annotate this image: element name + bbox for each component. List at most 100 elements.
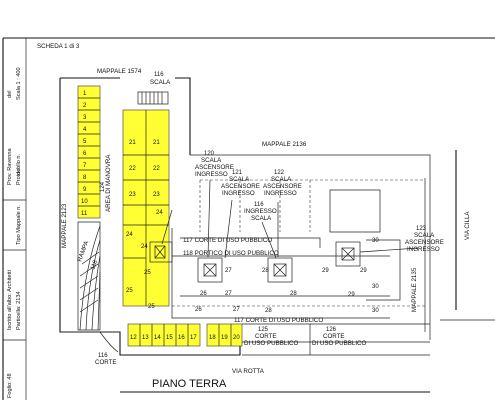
unit-26b: 26 [195, 307, 202, 313]
stair-core-121 [267, 257, 293, 283]
scala-116-label: SCALA [150, 79, 171, 86]
sai-120-number: 120 [204, 151, 215, 157]
unit-30a: 30 [372, 238, 379, 244]
stall-15: 15 [166, 335, 173, 341]
corte-126-number: 126 [326, 327, 337, 333]
sai-123-ascensore: ASCENSORE [405, 239, 444, 246]
stall-22a: 22 [129, 166, 136, 172]
mappale-2123-label: MAPPALE 2123 [61, 203, 68, 248]
sai-121-scala: SCALA [229, 176, 250, 183]
is-116-ingresso: INGRESSO [244, 208, 277, 215]
sidebar-tipo-mappale: Tipo Mappale n. [16, 205, 22, 245]
mappale-2135-label: MAPPALE 2135 [411, 267, 418, 312]
plan-title: PIANO TERRA [152, 378, 227, 390]
leader-lines [161, 179, 419, 259]
sai-120-scala: SCALA [201, 157, 222, 164]
stall-22b: 22 [153, 166, 160, 172]
stall-16: 16 [178, 335, 185, 341]
scala-116-number: 116 [154, 72, 164, 78]
sai-123-ingresso: INGRESSO [407, 246, 440, 253]
portico-uso-pubblico: 118 PORTICO DI USO PUBBLICO [183, 250, 279, 257]
stall-18: 18 [209, 335, 216, 341]
unit-28c: 28 [265, 308, 272, 314]
stall-14: 14 [154, 335, 161, 341]
mappale-1574-label: MAPPALE 1574 [97, 68, 142, 75]
stall-24b: 24 [126, 232, 133, 238]
stall-7: 7 [83, 163, 87, 169]
stall-1: 1 [83, 91, 87, 97]
stair-core-left [149, 241, 173, 263]
corte-126-label: CORTE [323, 333, 345, 340]
stall-21b: 21 [153, 140, 160, 146]
stall-3: 3 [83, 115, 87, 121]
stall-25b: 25 [126, 288, 133, 294]
corte-dividers [242, 323, 430, 356]
corte-116-label: CORTE [95, 359, 117, 366]
building-outline [171, 179, 425, 319]
sai-121-number: 121 [232, 170, 243, 176]
stalls-bottom: 12 13 14 15 16 17 18 19 20 [127, 323, 243, 347]
scala-116-top: 116 SCALA [137, 72, 171, 105]
stair-core-123 [335, 241, 361, 267]
stall-12: 12 [130, 335, 137, 341]
corte-116-number: 116 [98, 353, 108, 359]
title-block: Prov. Ravenna del Protocollo n. Scala 1 … [2, 37, 495, 400]
is-116-scala: SCALA [251, 215, 272, 222]
unit-25: 25 [148, 304, 155, 310]
sidebar-protocollo: Protocollo n. [16, 153, 22, 185]
sidebar-prov: Prov. Ravenna [7, 148, 13, 185]
unit-30b: 30 [372, 284, 379, 290]
corte-uso-pubblico-bottom: 117 CORTE DI USO PUBBLICO [234, 317, 323, 324]
sai-121-ascensore: ASCENSORE [221, 183, 260, 190]
sidebar-particella: Particella: 2134 [16, 291, 22, 330]
stair-core-120 [197, 257, 223, 283]
stall-17: 17 [190, 335, 197, 341]
via-rotta-label: VIA ROTTA [232, 368, 265, 375]
sai-122-scala: SCALA [271, 176, 292, 183]
stall-2: 2 [83, 103, 87, 109]
sidebar-scala: Scala 1 : 400 [16, 67, 22, 100]
stall-19: 19 [221, 335, 228, 341]
ramp-number: 118 [90, 259, 99, 271]
unit-27b: 27 [225, 291, 232, 297]
site-boundary [59, 77, 495, 393]
corte-125-label: CORTE [255, 333, 277, 340]
sheet-label: SCHEDA 1 di 3 [37, 43, 80, 50]
corte-126-uso: DI USO PUBBLICO [312, 340, 367, 347]
sai-123-number: 123 [416, 226, 427, 232]
stall-9: 9 [83, 187, 87, 193]
unit-28a: 28 [262, 268, 269, 274]
sai-122-ascensore: ASCENSORE [263, 183, 302, 190]
sai-122-number: 122 [274, 170, 285, 176]
ramp: RAMPA 118 [76, 221, 101, 331]
stall-11: 11 [81, 211, 88, 217]
via-cilla-label: VIA CILLA [464, 211, 471, 240]
unit-27c: 27 [233, 307, 240, 313]
unit-29a: 29 [322, 268, 329, 274]
is-116-number: 116 [254, 202, 264, 208]
stall-23a: 23 [129, 192, 136, 198]
stall-5: 5 [83, 139, 87, 145]
stall-10: 10 [81, 199, 88, 205]
stall-24a: 24 [156, 210, 163, 216]
stall-20: 20 [233, 335, 240, 341]
stall-13: 13 [142, 335, 149, 341]
unit-29c: 29 [348, 292, 355, 298]
unit-29b: 29 [360, 268, 367, 274]
stall-21a: 21 [129, 140, 136, 146]
corte-uso-pubblico-top: 117 CORTE DI USO PUBBLICO [183, 237, 272, 244]
unit-30c: 30 [372, 308, 379, 314]
sai-120-ascensore: ASCENSORE [195, 164, 234, 171]
sai-120-ingresso: INGRESSO [195, 171, 228, 178]
mappale-2136-label: MAPPALE 2136 [262, 141, 307, 148]
stall-6: 6 [83, 151, 87, 157]
area-manovra-number: 124 [100, 181, 106, 192]
area-manovra-label: AREA DI MANOVRA [105, 154, 112, 212]
sai-121-ingresso: INGRESSO [222, 190, 255, 197]
stalls-left: 1 2 3 4 5 6 7 8 9 10 11 [77, 85, 101, 219]
unit-27a: 27 [225, 268, 232, 274]
sidebar-iscritto: Iscritto all'albo: Architetti [7, 270, 13, 330]
corte-116-outline [99, 331, 119, 353]
stalls-middle: 21 21 22 22 23 23 24 24 25 25 [122, 109, 170, 307]
